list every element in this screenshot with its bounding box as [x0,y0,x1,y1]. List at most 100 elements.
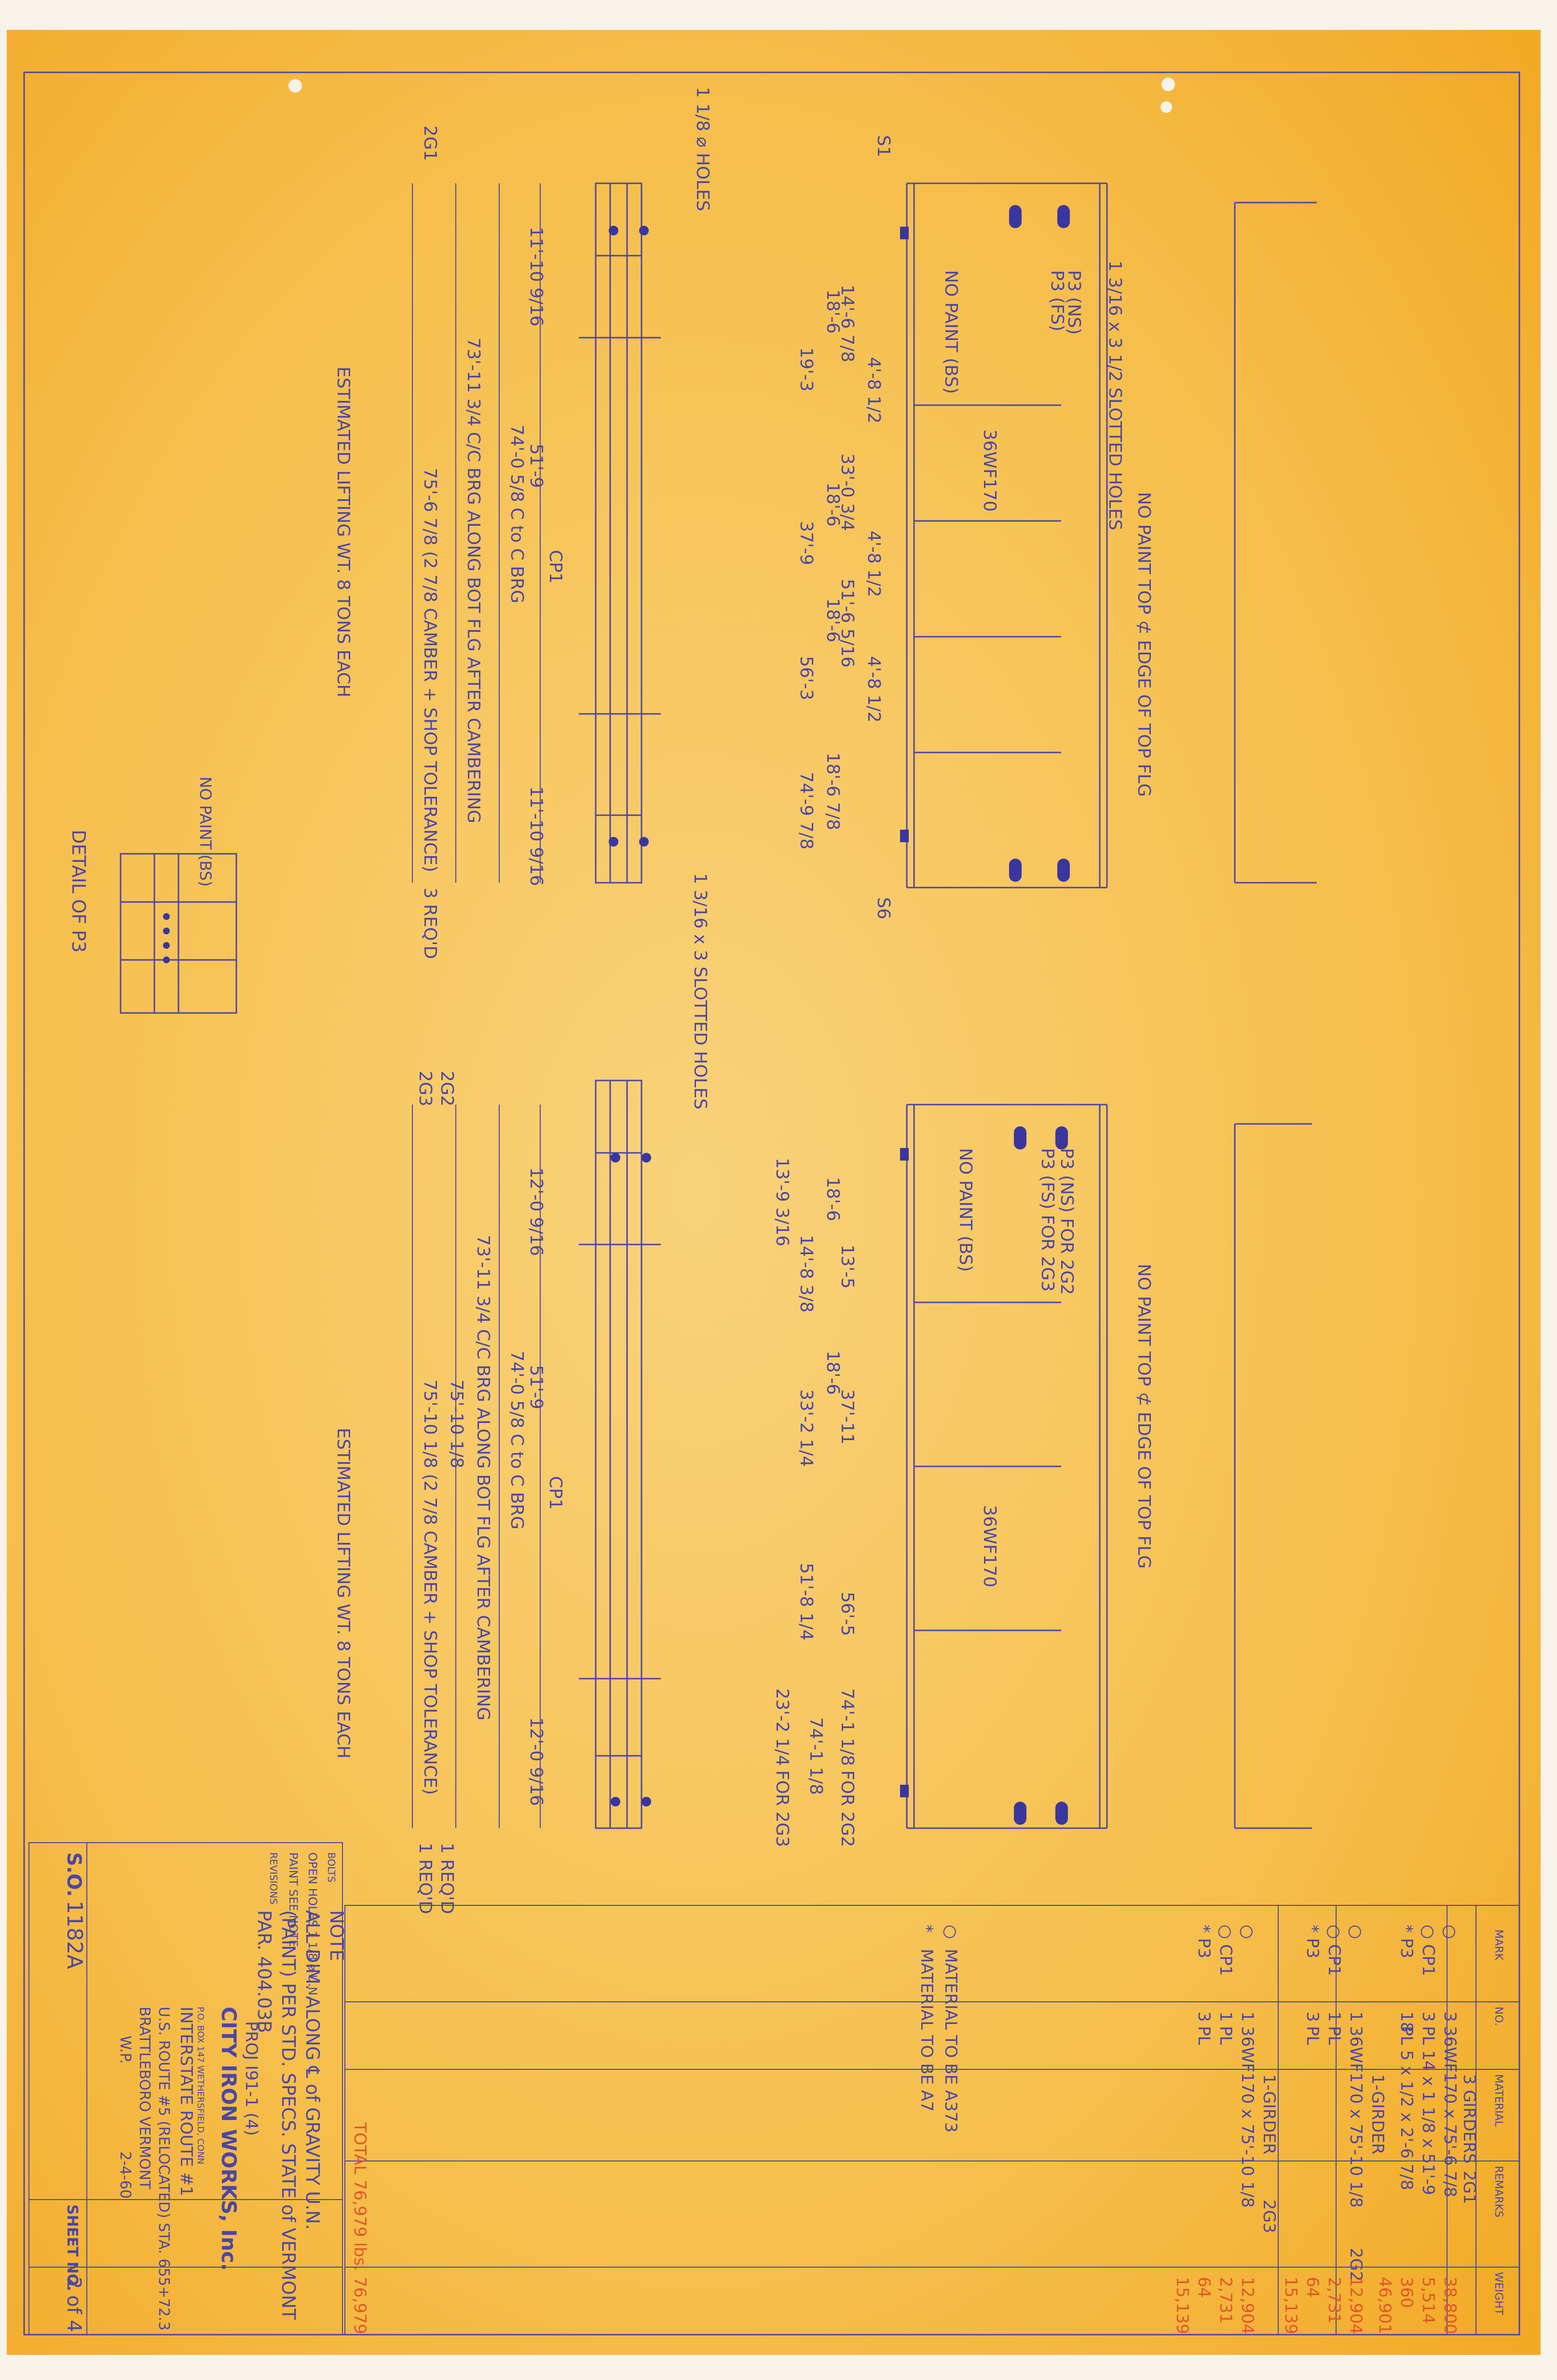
girder-2g3-length: 75'-10 1/8 (2 7/8 CAMBER + SHOP TOLERANC… [420,1380,440,1795]
dim-2g1-7: 4'-8 1/2 [864,531,884,597]
title-date: 2-4-60 [117,2151,134,2199]
bom-row-14-material: MATERIAL TO BE A7 [917,1949,936,2112]
girder-2g1-bolts [609,226,649,847]
dim-2g2-8: 51'-8 1/4 [796,1563,816,1641]
dim-2g2-5: 37'-11 [837,1389,857,1445]
dim-2g2-0: 13'-5 [837,1245,857,1289]
girder-2g1-p3: P3 (NS) [1064,270,1084,335]
bom-row-10-mark: ○ CP1 [1216,1925,1235,1976]
girder-2g2-no-paint: NO PAINT TOP ⊄ EDGE OF TOP FLG [1134,1264,1154,1569]
dim-2g1-8: 51'-6 5/16 [837,579,857,668]
dim-2g2-1: 18'-6 [823,1177,843,1221]
bom-row-5-mark: ○ [1346,1925,1366,1939]
bom-row-9-material: 36WF170 x 75'-10 1/8 [1238,2026,1257,2208]
bom-row-3-weight: 360 [1397,2277,1416,2308]
bom-row-6-material: PL [1325,2026,1344,2045]
title-sheet-number: 2 of 4 [63,2277,85,2332]
detail-p3-holes [163,913,170,963]
dim-2g1-12: 18'-6 7/8 [823,752,843,830]
title-line-2: U.S. ROUTE #5 (RELOCATED) STA. 655+72.3 [155,2007,172,2330]
girder-2g2-cp: CP1 [546,1476,565,1510]
girder-2g1-length: 75'-6 7/8 (2 7/8 CAMBER + SHOP TOLERANCE… [420,468,440,872]
bom-row-11-mark: * P3 [1194,1925,1214,1958]
title-line-1: INTERSTATE ROUTE #1 [177,2007,196,2196]
dim-2g1-9: 18'-6 [823,598,843,643]
bom-row-8-remarks: 2G3 [1259,2200,1279,2233]
punch-hole [1161,78,1175,91]
girder-2g2-cover-note: 73'-11 3/4 C/C BRG ALONG BOT FLG AFTER C… [473,1235,493,1721]
bom-row-6-weight: 2,731 [1325,2277,1344,2324]
bom-header-remarks: REMARKS [1492,2166,1504,2217]
dim-2g1-13: 74'-9 7/8 [796,772,816,849]
girder-2g1-span: 74'-0 5/8 C to C BRG [507,424,527,603]
bom-row-2-mark: ○ CP1 [1419,1925,1438,1976]
title-sheet-label: SHEET NO. [64,2204,81,2291]
bom-row-0-remarks: 2G1 [1460,2171,1479,2204]
bom-row-6-mark: ○ CP1 [1325,1925,1344,1976]
girder-2g2-span: 74'-0 5/8 C to C BRG [507,1351,527,1530]
bom-row-12-weight: 15,139 [1173,2277,1192,2334]
bom-row-1-mark: ○ [1440,1925,1460,1939]
girder-2g1-elevation [906,182,1317,889]
title-bolts: BOLTS [326,1852,337,1882]
girder-2g3-reqd: 1 REQ'D [415,1843,435,1914]
bom-row-9-weight: 12,904 [1238,2277,1257,2334]
bom-row-2-material: PL 14 x 1 1/8 x 51'-9 [1419,2026,1438,2195]
detail-p3-sketch [120,853,237,1014]
bom-row-10-material: PL [1216,2026,1235,2045]
bom-header-mark: MARK [1492,1929,1504,1960]
bom-row-7-mark: * P3 [1303,1925,1322,1958]
title-made-by: W.P. [117,2036,134,2064]
girder-2g1-slots [900,205,1070,882]
title-company: CITY IRON WORKS, Inc. [217,2007,241,2271]
bom-row-8-weight: 15,139 [1281,2277,1300,2334]
girder-2g2-for-2g2: FOR 2G2 [837,1770,857,1847]
bom-row-2-no: 3 [1419,2011,1438,2022]
dim-2g2-3: 14'-8 3/8 [796,1235,816,1313]
bom-row-4-material: 1-GIRDER [1368,2074,1387,2154]
bom-row-7-material: PL [1303,2026,1322,2045]
bom-row-4-remarks: 2G2 [1346,2248,1366,2282]
girder-2g1-slotted: 1 3/16 x 3 1/2 SLOTTED HOLES [1105,260,1125,530]
dim-2g1-5: 18'-6 [823,482,843,527]
bom-row-11-no: 3 [1194,2011,1214,2022]
girder-2g1-end-a: 11'-10 9/16 [526,227,546,327]
girder-2g2-lifting: ESTIMATED LIFTING WT. 8 TONS EACH [333,1428,353,1759]
girder-2g2-cover-length: 51'-9 [526,1365,546,1409]
girder-2g1-slotted-b: 1 3/16 x 3 SLOTTED HOLES [690,873,710,1109]
title-revisions: REVISIONS [268,1852,279,1904]
girder-2g2-for-2g3: FOR 2G3 [772,1770,792,1847]
blueprint-paper [7,30,1541,2355]
girder-2g2-plan-view [579,1080,661,1829]
bom-row-9-no: 1 [1238,2011,1257,2022]
girder-2g1-cp: CP1 [546,550,565,584]
girder-2g2-mark: 2G2 [437,1071,457,1107]
bom-row-10-no: 1 [1216,2011,1235,2022]
bom-total-weight: 76,979 [350,2277,369,2334]
bom-row-5-no: 1 [1346,2011,1366,2022]
dim-2g1-11: 4'-8 1/2 [864,656,884,723]
dim-2g2-10: 23'-2 1/4 [772,1688,792,1766]
dim-2g1-3: 4'-8 1/2 [864,357,884,424]
girder-2g1-s1: S1 [874,135,893,157]
girder-2g3-mark: 2G3 [415,1071,435,1107]
title-block-grid [28,1842,343,2335]
bom-row-1-weight: 38,800 [1440,2277,1460,2334]
bom-row-11-weight: 64 [1194,2277,1214,2298]
dim-2g2-9: 74'-1 1/8 [837,1688,857,1766]
title-open-holes: OPEN HOLES 1 1/8 ⌀ U.N. [306,1852,319,1999]
dim-2g1-10: 56'-3 [796,656,816,700]
bom-row-6-no: 1 [1325,2011,1344,2022]
bom-row-14-mark: * [917,1925,936,1933]
girder-2g1-cover-length: 51'-9 [526,444,546,488]
dimension-lines [412,183,541,1828]
girder-2g1-p3b: P3 (FS) [1047,270,1067,331]
girder-2g1-no-paint: NO PAINT TOP ⊄ EDGE OF TOP FLG [1134,492,1154,797]
bom-row-9-mark: ○ [1238,1925,1257,1939]
bom-total: TOTAL 76,979 lbs. [350,2122,369,2271]
bom-row-7-weight: 64 [1303,2277,1322,2298]
bill-of-material-grid [344,1905,1520,2335]
bom-row-10-weight: 2,731 [1216,2277,1235,2324]
dim-2g1-2: 19'-3 [796,347,816,392]
